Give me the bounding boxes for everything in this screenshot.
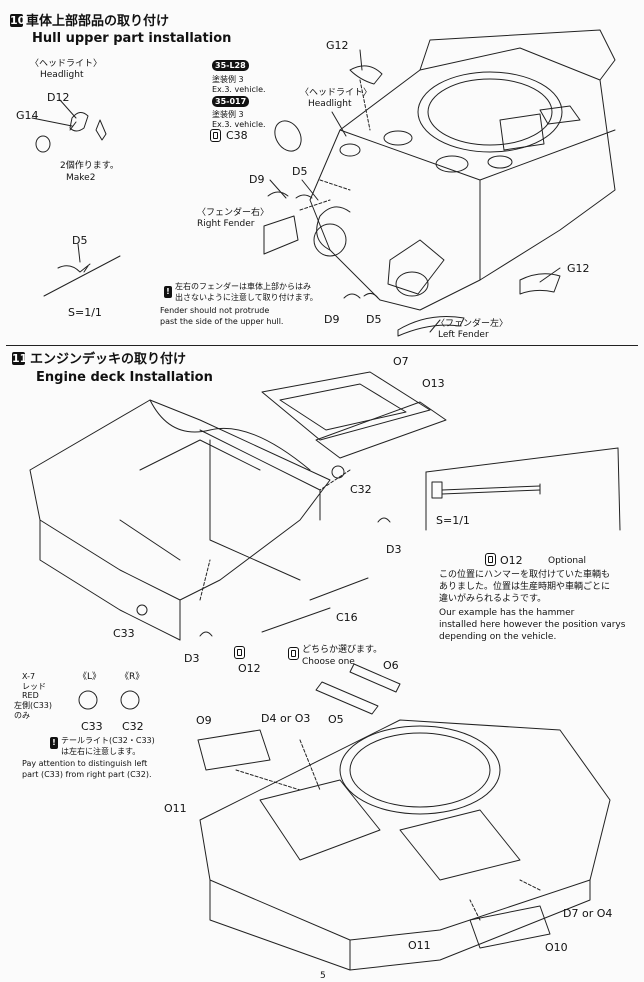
small-parts-11-drawing — [78, 465, 401, 715]
part-c38: C38 — [226, 129, 248, 142]
fender-note-jp-2: 出さないように注意して取り付けます。 — [175, 293, 318, 302]
make2-jp: 2個作ります。 — [60, 161, 119, 171]
headlight-label-en: Headlight — [40, 70, 84, 80]
tail-note-jp-1: テールライト(C32・C33) — [61, 736, 155, 745]
rear-hull-drawing — [29, 399, 331, 641]
part-o10: O10 — [545, 941, 568, 954]
paint-code-1: 35-L28 — [212, 60, 249, 71]
part-d9-top: D9 — [249, 173, 265, 186]
headlight-parts-drawing — [31, 99, 107, 153]
part-o11-left: O11 — [164, 802, 187, 815]
step-10-title-jp: 車体上部部品の取り付け — [26, 14, 170, 29]
step-11-title-jp: エンジンデッキの取り付け — [30, 352, 187, 367]
part-c32-lamp: C32 — [122, 720, 144, 733]
paint-code-2: 35-017 — [212, 96, 250, 107]
step-11-number: 11 — [12, 352, 28, 365]
part-g12-right: G12 — [567, 262, 590, 275]
optional-part: O12 — [500, 554, 523, 567]
choose-jp: どちらか選びます。 — [302, 645, 383, 655]
caution-icon-2: ! — [50, 737, 58, 749]
paint-2-jp: 塗装例 3 — [212, 110, 244, 119]
left-fender-jp: 〈フェンダー左〉 — [436, 319, 509, 329]
part-d3-left: D3 — [184, 652, 200, 665]
left-only-jp-1: 左側(C33) — [14, 701, 53, 710]
r-mark: 《R》 — [120, 672, 145, 682]
fender-parts-drawing — [263, 49, 561, 337]
part-g14: G14 — [16, 109, 39, 122]
right-fender-en: Right Fender — [197, 219, 255, 229]
left-fender-en: Left Fender — [438, 330, 489, 340]
bottom-hull-drawing — [197, 719, 611, 971]
step-11-scale: S=1/1 — [436, 514, 470, 527]
headlight2-label-jp: 〈ヘッドライト〉 — [300, 88, 373, 98]
section-divider — [6, 345, 638, 346]
choose-en: Choose one — [302, 657, 355, 667]
part-o13: O13 — [422, 377, 445, 390]
hammer-note-jp-1: この位置にハンマーを取付けていた車輌も — [439, 570, 611, 580]
paint-1-en: Ex.3. vehicle. — [212, 85, 266, 94]
part-o11-bottom: O11 — [408, 939, 431, 952]
step-10-scale: S=1/1 — [68, 306, 102, 319]
step-11-title-en: Engine deck Installation — [36, 370, 213, 385]
caution-icon: ! — [164, 286, 172, 298]
part-d3-right: D3 — [386, 543, 402, 556]
part-o9: O9 — [196, 714, 212, 727]
part-d5-top: D5 — [292, 165, 308, 178]
fender-note-en-2: past the side of the upper hull. — [160, 317, 284, 326]
deck-plates-drawing — [261, 371, 447, 459]
part-o12-bottom: O12 — [238, 662, 261, 675]
glue-icon-optional — [485, 553, 496, 566]
hammer-note-en-2: installed here however the position vary… — [439, 620, 626, 630]
step-10-number: 10 — [10, 14, 26, 27]
fender-note-en-1: Fender should not protrude — [160, 306, 270, 315]
part-c32-top: C32 — [350, 483, 372, 496]
paint-1-jp: 塗装例 3 — [212, 75, 244, 84]
page-number: 5 — [320, 971, 326, 981]
part-d5-bottom: D5 — [366, 313, 382, 326]
guide-lines-10 — [299, 79, 371, 211]
part-o5: O5 — [328, 713, 344, 726]
hammer-note-jp-3: 違いがみられるようです。 — [439, 594, 547, 604]
paint-code-x7: X-7 — [22, 672, 36, 681]
hammer-detail-drawing — [425, 447, 621, 531]
tail-note-en-2: part (C33) from right part (C32). — [22, 770, 152, 779]
hammer-note-en-1: Our example has the hammer — [439, 608, 575, 618]
part-c33-left: C33 — [113, 627, 135, 640]
upper-hull-drawing — [309, 29, 616, 311]
part-d12: D12 — [47, 91, 70, 104]
right-fender-jp: 〈フェンダー右〉 — [197, 208, 270, 218]
part-o6: O6 — [383, 659, 399, 672]
step-10-title-en: Hull upper part installation — [32, 31, 232, 46]
make2-en: Make2 — [66, 173, 96, 183]
part-d5-detail: D5 — [72, 234, 88, 247]
paint-2-en: Ex.3. vehicle. — [212, 120, 266, 129]
left-only-jp-2: のみ — [14, 711, 30, 720]
fender-note-jp-1: 左右のフェンダーは車体上部からはみ — [175, 282, 311, 291]
part-d4-or-o3: D4 or O3 — [261, 712, 311, 725]
part-c33-lamp: C33 — [81, 720, 103, 733]
part-o7: O7 — [393, 355, 409, 368]
l-mark: 《L》 — [78, 672, 102, 682]
d5-scale-detail — [43, 243, 121, 297]
part-d7-or-o4: D7 or O4 — [563, 907, 613, 920]
hammer-note-jp-2: ありました。位置は生産時期や車輌ごとに — [439, 582, 611, 592]
paint-name-red: レッド — [22, 682, 46, 691]
guide-lines-11 — [199, 469, 541, 921]
part-d9-bottom: D9 — [324, 313, 340, 326]
part-g12-top: G12 — [326, 39, 349, 52]
hammer-note-en-3: depending on the vehicle. — [439, 632, 557, 642]
part-c16: C16 — [336, 611, 358, 624]
paint-sub-red: RED — [22, 691, 39, 700]
choose-icon — [288, 647, 299, 660]
glue-icon — [210, 129, 221, 142]
tail-note-jp-2: は左右に注意します。 — [61, 747, 141, 756]
tail-note-en-1: Pay attention to distinguish left — [22, 759, 148, 768]
headlight2-label-en: Headlight — [308, 99, 352, 109]
optional-label: Optional — [548, 556, 587, 566]
glue-icon-o12 — [234, 646, 245, 659]
headlight-label-jp: 〈ヘッドライト〉 — [30, 59, 103, 69]
